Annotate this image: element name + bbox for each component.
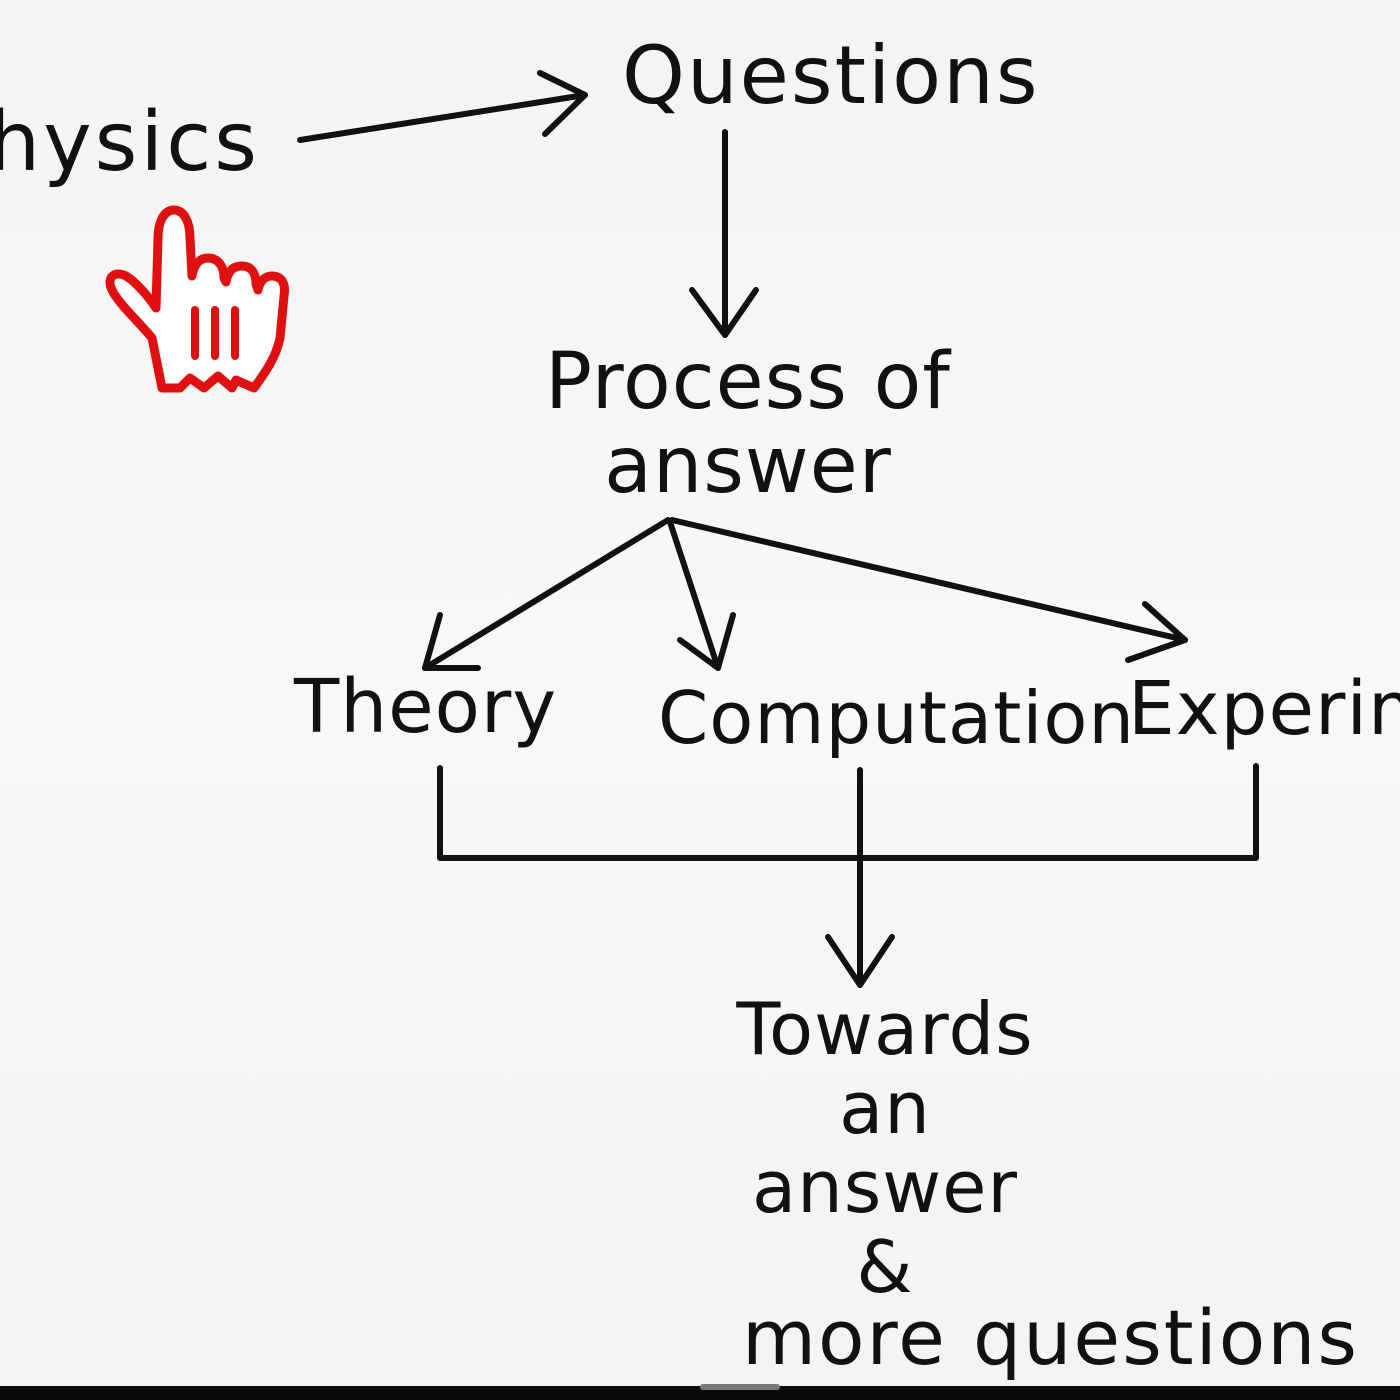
node-towards-an-answer: Towards an answer & — [735, 987, 1035, 1309]
node-more-questions: more questions — [742, 1293, 1359, 1382]
node-questions: Questions — [622, 29, 1040, 122]
node-process-line-2: answer — [604, 421, 892, 512]
arrow-process-to-experiment — [669, 517, 1188, 663]
node-towards-line-1: Towards — [736, 987, 1034, 1071]
node-physics: hysics — [0, 95, 260, 190]
merge-bracket — [437, 763, 1259, 988]
node-experiment: Experime — [1128, 666, 1400, 752]
video-progress-bar[interactable] — [0, 1384, 1400, 1400]
node-process-line-1: Process of — [545, 337, 951, 427]
progress-handle[interactable] — [700, 1384, 780, 1390]
node-theory: Theory — [294, 664, 558, 750]
arrow-physics-to-questions — [297, 70, 588, 143]
arrow-questions-to-process — [689, 129, 759, 338]
node-towards-line-2: an — [839, 1066, 931, 1151]
arrow-process-to-theory — [422, 517, 671, 671]
node-process-of-answer: Process of answer — [545, 337, 951, 512]
node-towards-line-3: answer — [751, 1145, 1019, 1230]
node-computation: Computation — [658, 676, 1136, 760]
arrow-process-to-computation — [667, 519, 736, 671]
pointing-hand-cursor-icon — [105, 205, 289, 393]
node-towards-line-4: & — [856, 1224, 914, 1309]
